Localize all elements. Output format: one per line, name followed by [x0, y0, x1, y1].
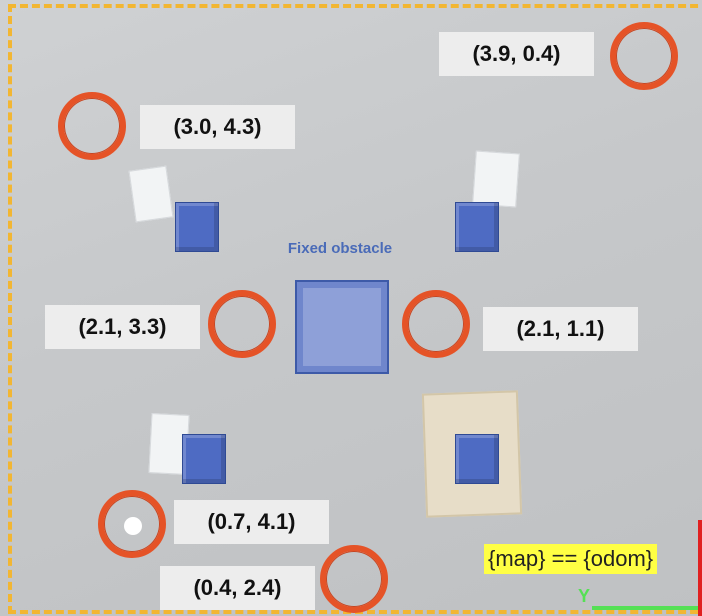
- waypoint-ring: [98, 490, 166, 558]
- floor-marker: [472, 150, 520, 208]
- robot-position-marker: [124, 517, 142, 535]
- obstacle-block: [182, 434, 226, 484]
- obstacle-block: [455, 202, 499, 252]
- waypoint-ring: [402, 290, 470, 358]
- frame-equivalence-label: {map} == {odom}: [484, 544, 658, 574]
- waypoint-ring: [208, 290, 276, 358]
- y-axis-line: [592, 606, 702, 610]
- y-axis-label: Y: [578, 586, 591, 606]
- obstacle-block: [175, 202, 219, 252]
- waypoint-ring: [58, 92, 126, 160]
- fixed-obstacle-label: Fixed obstacle: [287, 240, 393, 257]
- waypoint-ring: [320, 545, 388, 613]
- fixed-obstacle: [295, 280, 389, 374]
- waypoint-label: (2.1, 3.3): [45, 305, 200, 349]
- waypoint-label: (2.1, 1.1): [483, 307, 638, 351]
- x-axis-line: [698, 520, 702, 616]
- waypoint-label: (0.7, 4.1): [174, 500, 329, 544]
- obstacle-block: [455, 434, 499, 484]
- waypoint-ring: [610, 22, 678, 90]
- waypoint-label: (3.0, 4.3): [140, 105, 295, 149]
- waypoint-label: (0.4, 2.4): [160, 566, 315, 610]
- waypoint-label: (3.9, 0.4): [439, 32, 594, 76]
- floor-marker: [128, 165, 174, 223]
